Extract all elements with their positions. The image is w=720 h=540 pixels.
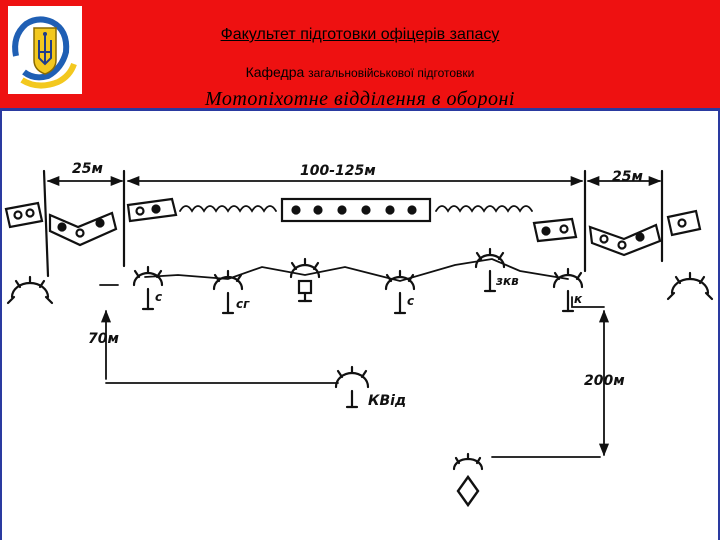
position-k (552, 267, 584, 313)
minefield-left-outer (4, 201, 44, 229)
department-prefix: Кафедра (245, 64, 309, 80)
position-left-flank (6, 275, 54, 305)
coat-of-arms-logo (8, 6, 82, 94)
position-kvid (334, 365, 370, 409)
pos-sg-label: сг (236, 297, 250, 311)
pos-k-label: к (574, 292, 583, 306)
defense-scheme-diagram: 25м 100-125м 25м с сг с зкв к 70м 200м К… (4, 161, 714, 508)
trench-line (144, 258, 569, 282)
position-rear-vehicle (452, 452, 484, 508)
pos-zkv-label: зкв (495, 274, 519, 288)
position-bmp (289, 257, 321, 303)
left-flank-line-1 (42, 169, 50, 278)
dim-left-label: 25м (72, 161, 103, 177)
pos-s1-label: с (155, 290, 162, 304)
header-banner: Факультет підготовки офіцерів запасу Каф… (0, 0, 720, 108)
dim-distance-label: 200м (584, 373, 625, 389)
dim-center-label: 100-125м (300, 163, 376, 179)
position-s1 (132, 265, 164, 311)
position-right-flank (666, 271, 714, 301)
minefield-left (48, 211, 118, 247)
wire-coil-right (435, 205, 533, 213)
minefield-right (588, 223, 662, 257)
position-zkv (474, 247, 506, 293)
lesson-topic: Мотопіхотне відділення в обороні (205, 88, 515, 108)
right-border (718, 111, 720, 540)
faculty-title: Факультет підготовки офіцерів запасу (220, 26, 500, 43)
position-s2 (384, 269, 416, 315)
minefield-center-left (126, 197, 178, 223)
minefield-right-outer (666, 209, 702, 237)
header-divider (0, 108, 720, 111)
minefield-center-right (532, 217, 578, 243)
left-border (0, 111, 2, 540)
dim-depth-label: 70м (88, 331, 119, 347)
department-subtitle: Кафедра загальновійськової підготовки (100, 64, 620, 80)
department-name: загальновійськової підготовки (308, 66, 475, 80)
dim-distance-bracket (571, 296, 605, 308)
position-sg (212, 269, 244, 315)
dim-right-label: 25м (612, 169, 643, 185)
minefield-center (280, 197, 432, 223)
pos-kvid-label: КВід (368, 393, 406, 409)
wire-coil-left (179, 205, 277, 213)
pos-s2-label: с (407, 294, 414, 308)
